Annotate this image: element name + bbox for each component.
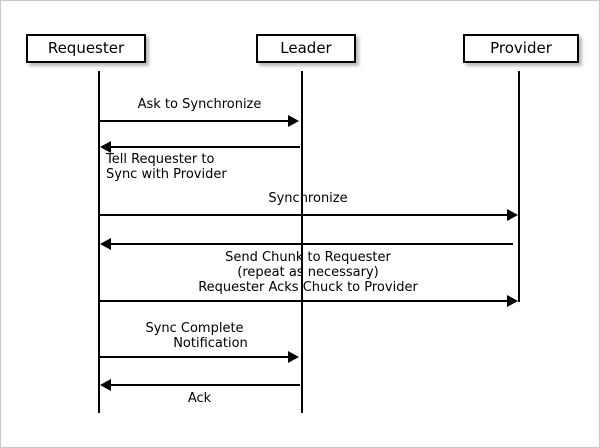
message-label-synchronize: Synchronize [268, 191, 348, 206]
message-line-ask-to-synchronize[interactable] [100, 120, 288, 122]
message-arrowhead-ask-to-synchronize [288, 115, 299, 127]
lifeline-leader [301, 71, 303, 413]
participant-box-requester[interactable]: Requester [26, 34, 146, 63]
message-arrowhead-tell-requester-to-sync-with-provider [100, 141, 111, 153]
participant-label-requester: Requester [47, 39, 125, 57]
participant-label-leader: Leader [280, 39, 332, 57]
message-arrowhead-sync-complete-notification [288, 351, 299, 363]
message-label-ack: Ack [187, 391, 212, 406]
message-label-sync-complete-notification-line1: Sync Complete [145, 321, 244, 336]
message-arrowhead-synchronize [507, 209, 518, 221]
message-arrowhead-requester-acks-chuck-to-provider [507, 295, 518, 307]
message-label-send-chunk-to-requester-line2: (repeat as necessary) [237, 265, 379, 280]
message-line-synchronize[interactable] [100, 214, 507, 216]
message-line-tell-requester-to-sync-with-provider[interactable] [111, 146, 300, 148]
message-label-tell-requester-to-sync-with-provider-line1: Tell Requester to [106, 152, 215, 167]
lifeline-requester [98, 71, 100, 413]
participant-label-provider: Provider [490, 39, 552, 57]
participant-box-leader[interactable]: Leader [256, 34, 356, 63]
message-label-send-chunk-to-requester-line1: Send Chunk to Requester [225, 250, 391, 265]
message-label-sync-complete-notification-line2: Notification [173, 336, 248, 351]
message-line-sync-complete-notification[interactable] [100, 356, 288, 358]
message-label-tell-requester-to-sync-with-provider-line2: Sync with Provider [106, 167, 227, 182]
participant-box-provider[interactable]: Provider [463, 34, 579, 63]
message-label-ask-to-synchronize: Ask to Synchronize [137, 97, 262, 112]
lifeline-provider [518, 71, 520, 302]
message-line-ack[interactable] [111, 384, 300, 386]
message-arrowhead-ack [100, 379, 111, 391]
message-arrowhead-send-chunk-to-requester [100, 238, 111, 250]
message-label-requester-acks-chuck-to-provider: Requester Acks Chuck to Provider [198, 280, 418, 295]
message-line-requester-acks-chuck-to-provider[interactable] [100, 300, 507, 302]
message-line-send-chunk-to-requester[interactable] [111, 243, 513, 245]
